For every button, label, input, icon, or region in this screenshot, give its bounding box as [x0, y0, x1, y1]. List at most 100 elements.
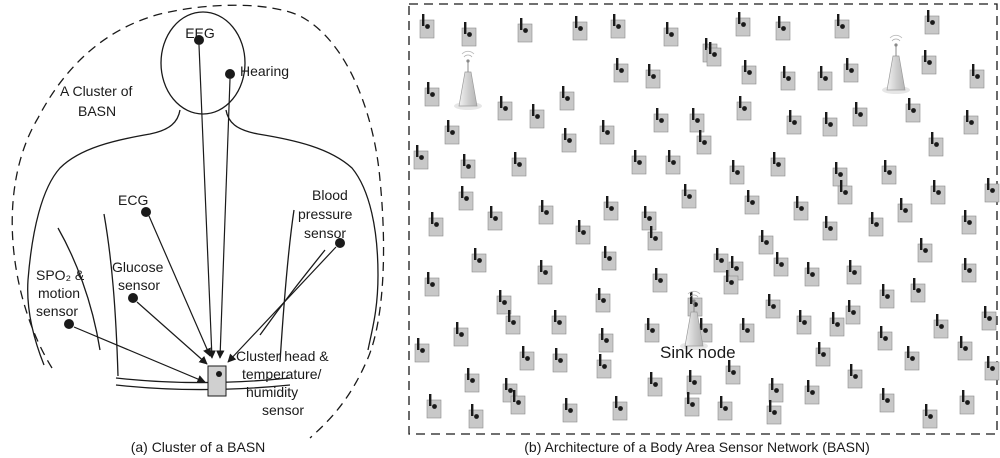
sensor-node [464, 368, 480, 393]
sensor-node [631, 150, 647, 175]
sensor-node [537, 260, 553, 285]
sensor-node [595, 288, 611, 313]
sensor-node [917, 238, 933, 263]
sensor-node [414, 338, 430, 363]
sensor-node [559, 86, 575, 111]
sensor-node [652, 268, 668, 293]
blood-pressure-label-line3: sensor [304, 225, 346, 241]
cluster-head-dot [216, 371, 222, 377]
sensor-node [511, 152, 527, 177]
sensor-node [739, 318, 755, 343]
head [160, 11, 246, 115]
sensor-node [641, 206, 657, 231]
sensor-node [829, 312, 845, 337]
sensor-node [804, 262, 820, 287]
sensor-node [815, 342, 831, 367]
sensor-node [963, 110, 979, 135]
sensor-node [461, 22, 477, 47]
sensor-node [729, 160, 745, 185]
sensor-node [599, 120, 615, 145]
sink-node-label: Sink node [660, 343, 736, 362]
cluster-head-device [207, 365, 227, 397]
sensor-node [921, 50, 937, 75]
sink-tower [454, 50, 482, 110]
sensor-node [424, 272, 440, 297]
sensor-node [538, 200, 554, 225]
cluster-head-label-line1: Cluster head & [236, 348, 329, 364]
human-body-outline [27, 11, 379, 391]
cluster-head-label-line2: temperature/ [242, 366, 321, 382]
sensor-node [868, 212, 884, 237]
sensor-node [969, 64, 985, 89]
sensor-node [647, 226, 663, 251]
sensor-node [665, 150, 681, 175]
sensor-node [928, 132, 944, 157]
sensor-node [413, 145, 429, 170]
sensor-node [728, 256, 744, 281]
sensor-node [984, 178, 1000, 203]
sensor-node [981, 306, 997, 331]
sensor-node [487, 206, 503, 231]
sensor-node [930, 180, 946, 205]
panel-a: EEG Hearing A Cluster of BASN ECG Blood … [11, 4, 385, 455]
sensor-node [834, 14, 850, 39]
cluster-title-line1: A Cluster of [60, 83, 132, 99]
sensor-node [847, 364, 863, 389]
spo2-sensor-dot [64, 319, 74, 329]
sensor-node [775, 16, 791, 41]
sensor-node [741, 60, 757, 85]
sensor-node [744, 190, 760, 215]
ecg-sensor-dot [141, 207, 151, 217]
sensor-node [852, 102, 868, 127]
sensor-node [713, 248, 729, 273]
sensor-node [510, 390, 526, 415]
sensor-node [561, 128, 577, 153]
sensor-node [723, 270, 739, 295]
sensor-node [910, 278, 926, 303]
sensor-node [822, 112, 838, 137]
glucose-label-line2: sensor [118, 277, 160, 293]
sensor-node [517, 18, 533, 43]
sensor-node [575, 220, 591, 245]
sensor-node [601, 246, 617, 271]
sensor-node [922, 404, 938, 429]
cluster-head-label-line4: sensor [262, 402, 304, 418]
sensor-node [426, 394, 442, 419]
sensor-node [905, 98, 921, 123]
spo2-label-line2: motion [38, 285, 80, 301]
sensor-node [770, 152, 786, 177]
sensor-node [644, 318, 660, 343]
sensor-node [984, 356, 1000, 381]
sensor-arrows [73, 44, 337, 383]
sensor-node [832, 162, 848, 187]
sensor-node [804, 380, 820, 405]
sensor-node [460, 154, 476, 179]
sensor-node [957, 336, 973, 361]
sensor-node [793, 196, 809, 221]
sensor-node [765, 294, 781, 319]
eeg-label: EEG [185, 25, 215, 41]
sensor-node [881, 160, 897, 185]
sensor-node [897, 198, 913, 223]
sensor-node [933, 314, 949, 339]
eeg-sensor-dot [194, 35, 204, 45]
sensor-node [684, 392, 700, 417]
sensor-node [879, 388, 895, 413]
sensor-node [572, 16, 588, 41]
sensor-node [681, 184, 697, 209]
sensor-node [419, 14, 435, 39]
sensor-node [428, 212, 444, 237]
sensor-node [758, 230, 774, 255]
sensor-node [725, 360, 741, 385]
sensor-node [453, 322, 469, 347]
sensor-node [596, 354, 612, 379]
sensor-node [735, 12, 751, 37]
sensor-node [773, 252, 789, 277]
sensor-node [471, 248, 487, 273]
spo2-label-line1: SPO₂ & [36, 267, 85, 283]
sensor-node [689, 108, 705, 133]
panel-b-caption: (b) Architecture of a Body Area Sensor N… [524, 439, 869, 455]
hearing-label: Hearing [240, 63, 289, 79]
sensor-node [879, 284, 895, 309]
